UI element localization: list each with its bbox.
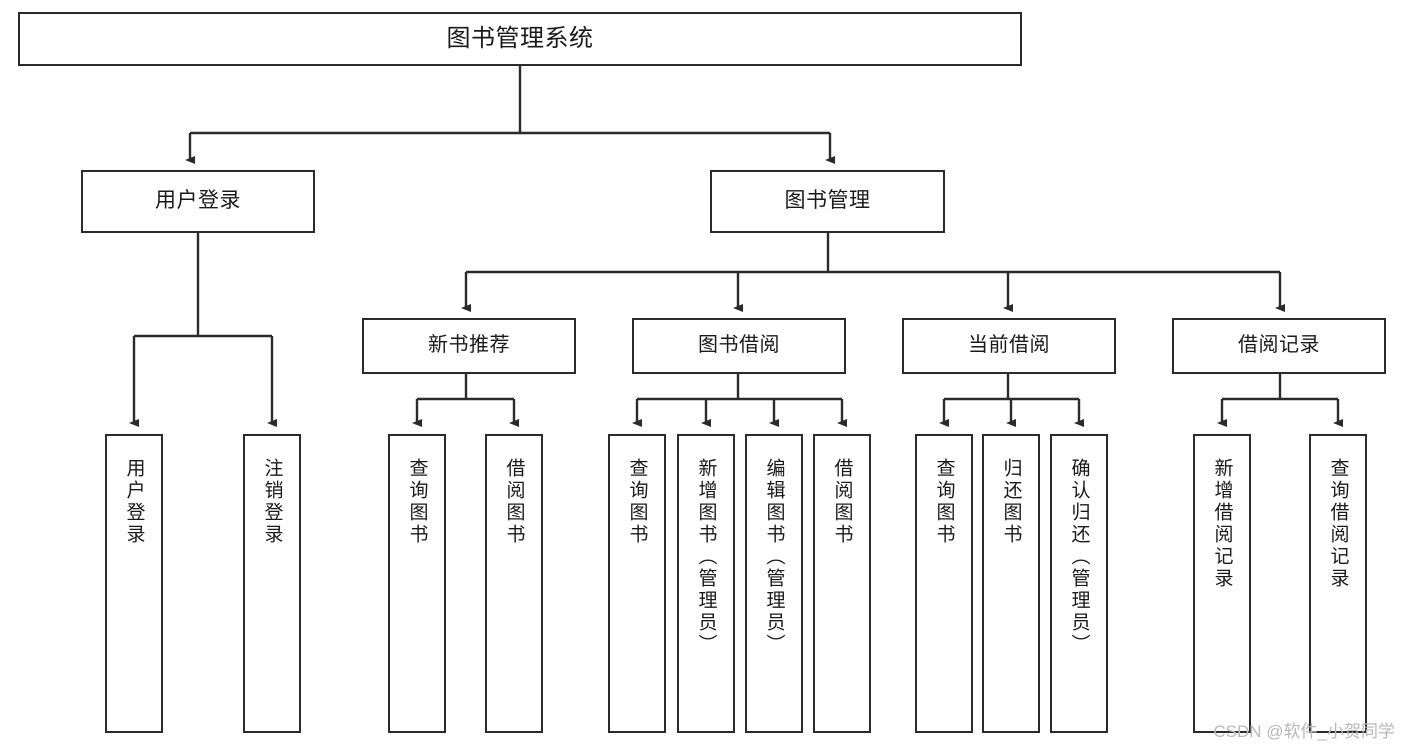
node-leaf-add-book-admin[interactable]: 新增图书（管理员） (677, 434, 735, 733)
node-label: 借阅图书 (831, 458, 853, 546)
node-label: 编辑图书（管理员） (763, 458, 785, 656)
node-label: 查询图书 (626, 458, 648, 546)
node-leaf-logout[interactable]: 注销登录 (243, 434, 301, 733)
node-label: 借阅记录 (1238, 334, 1320, 357)
node-label: 图书管理系统 (446, 24, 594, 52)
node-leaf-query-book-borrow[interactable]: 查询图书 (608, 434, 666, 733)
node-label: 图书借阅 (698, 334, 780, 357)
node-leaf-query-borrow-record[interactable]: 查询借阅记录 (1309, 434, 1367, 733)
node-label: 确认归还（管理员） (1068, 458, 1090, 656)
node-label: 用户登录 (155, 189, 241, 213)
node-leaf-return-book[interactable]: 归还图书 (982, 434, 1040, 733)
node-book-borrow[interactable]: 图书借阅 (632, 318, 846, 374)
node-leaf-add-borrow-record[interactable]: 新增借阅记录 (1193, 434, 1251, 733)
node-leaf-borrow-book-borrow[interactable]: 借阅图书 (813, 434, 871, 733)
node-label: 新书推荐 (428, 334, 510, 357)
node-label: 借阅图书 (503, 458, 525, 546)
node-label: 查询图书 (406, 458, 428, 546)
node-current-borrow[interactable]: 当前借阅 (902, 318, 1116, 374)
node-label: 新增借阅记录 (1211, 458, 1233, 590)
node-user-login[interactable]: 用户登录 (81, 170, 315, 233)
node-leaf-edit-book-admin[interactable]: 编辑图书（管理员） (745, 434, 803, 733)
node-borrow-record[interactable]: 借阅记录 (1172, 318, 1386, 374)
node-leaf-user-login[interactable]: 用户登录 (105, 434, 163, 733)
node-label: 当前借阅 (968, 334, 1050, 357)
node-leaf-query-book-current[interactable]: 查询图书 (915, 434, 973, 733)
node-label: 查询借阅记录 (1327, 458, 1349, 590)
node-label: 图书管理 (784, 189, 871, 213)
node-new-book-recommend[interactable]: 新书推荐 (362, 318, 576, 374)
node-leaf-query-book-newbook[interactable]: 查询图书 (388, 434, 446, 733)
node-book-manage[interactable]: 图书管理 (710, 170, 945, 233)
node-leaf-confirm-return-admin[interactable]: 确认归还（管理员） (1050, 434, 1108, 733)
node-label: 注销登录 (261, 458, 283, 546)
node-root-book-management-system[interactable]: 图书管理系统 (18, 12, 1022, 66)
node-label: 归还图书 (1000, 458, 1022, 546)
node-label: 查询图书 (933, 458, 955, 546)
node-leaf-borrow-book-newbook[interactable]: 借阅图书 (485, 434, 543, 733)
node-label: 用户登录 (123, 458, 145, 546)
node-label: 新增图书（管理员） (695, 458, 717, 656)
